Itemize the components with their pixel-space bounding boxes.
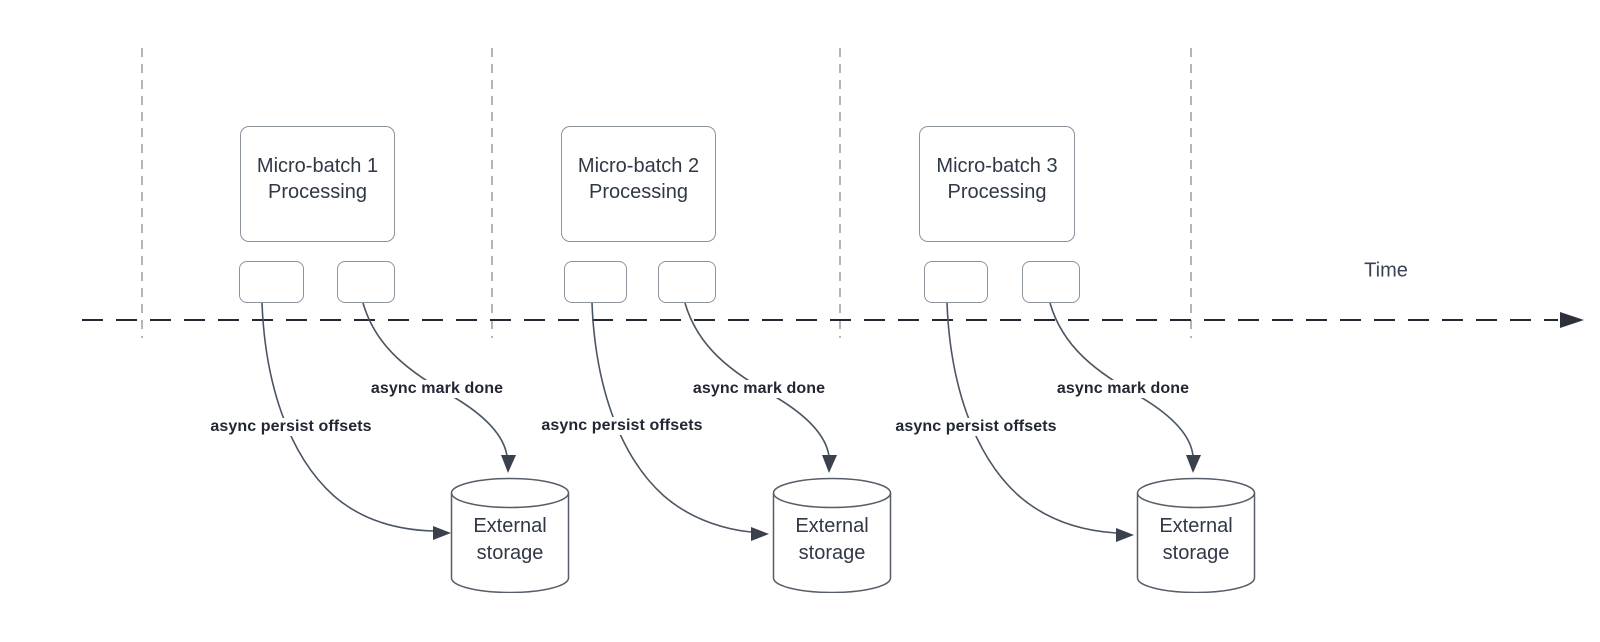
micro-batch-3-title-line1: Micro-batch 3 [936, 155, 1058, 177]
commit-task-box-2 [658, 261, 716, 303]
commit-task-box-3 [1022, 261, 1080, 303]
micro-batch-2-box: Micro-batch 2 Processing [561, 126, 716, 242]
micro-batch-1-title-line2: Processing [268, 181, 367, 203]
done-arrowhead-3-icon [1186, 455, 1201, 473]
persist-arrowhead-2-icon [751, 527, 769, 541]
database-cylinder-icon [772, 477, 892, 594]
mark-done-label-1: async mark done [367, 380, 507, 398]
database-cylinder-icon [450, 477, 570, 594]
external-storage-cylinder-2: External storage [772, 477, 892, 594]
done-arrowhead-2-icon [822, 455, 837, 473]
storage-line2: storage [1162, 542, 1230, 564]
storage-line1: External [1159, 515, 1233, 537]
offset-task-box-1 [239, 261, 304, 303]
external-storage-cylinder-3: External storage [1136, 477, 1256, 594]
mark-done-label-2: async mark done [689, 380, 829, 398]
micro-batch-2-title-line1: Micro-batch 2 [577, 155, 700, 177]
micro-batch-3-box: Micro-batch 3 Processing [919, 126, 1075, 242]
storage-line2: storage [476, 542, 544, 564]
micro-batch-1-box: Micro-batch 1 Processing [240, 126, 395, 242]
done-arrowhead-1-icon [501, 455, 516, 473]
persist-arrow-curve-1 [261, 302, 434, 532]
external-storage-cylinder-1: External storage [450, 477, 570, 594]
mark-done-label-3: async mark done [1053, 380, 1193, 398]
database-cylinder-icon [1136, 477, 1256, 594]
micro-batch-2-title-line2: Processing [589, 181, 688, 203]
persist-arrowhead-1-icon [433, 526, 451, 540]
storage-line1: External [795, 515, 869, 537]
persist-arrow-curve-2 [591, 302, 752, 533]
external-storage-text-1: External storage [450, 513, 570, 567]
persist-offsets-label-3: async persist offsets [892, 418, 1060, 436]
external-storage-text-2: External storage [772, 513, 892, 567]
commit-task-box-1 [337, 261, 395, 303]
micro-batch-1-title-line1: Micro-batch 1 [256, 155, 379, 177]
offset-task-box-3 [924, 261, 988, 303]
micro-batch-3-title-line2: Processing [947, 181, 1047, 203]
persist-offsets-label-2: async persist offsets [538, 417, 706, 435]
storage-line2: storage [798, 542, 866, 564]
persist-offsets-label-1: async persist offsets [207, 418, 375, 436]
time-axis-label: Time [1364, 259, 1408, 282]
persist-arrow-curve-3 [946, 302, 1117, 534]
external-storage-text-3: External storage [1136, 513, 1256, 567]
offset-task-box-2 [564, 261, 627, 303]
storage-line1: External [473, 515, 547, 537]
time-axis-arrowhead-icon [1560, 312, 1584, 328]
persist-arrowhead-3-icon [1116, 528, 1134, 542]
